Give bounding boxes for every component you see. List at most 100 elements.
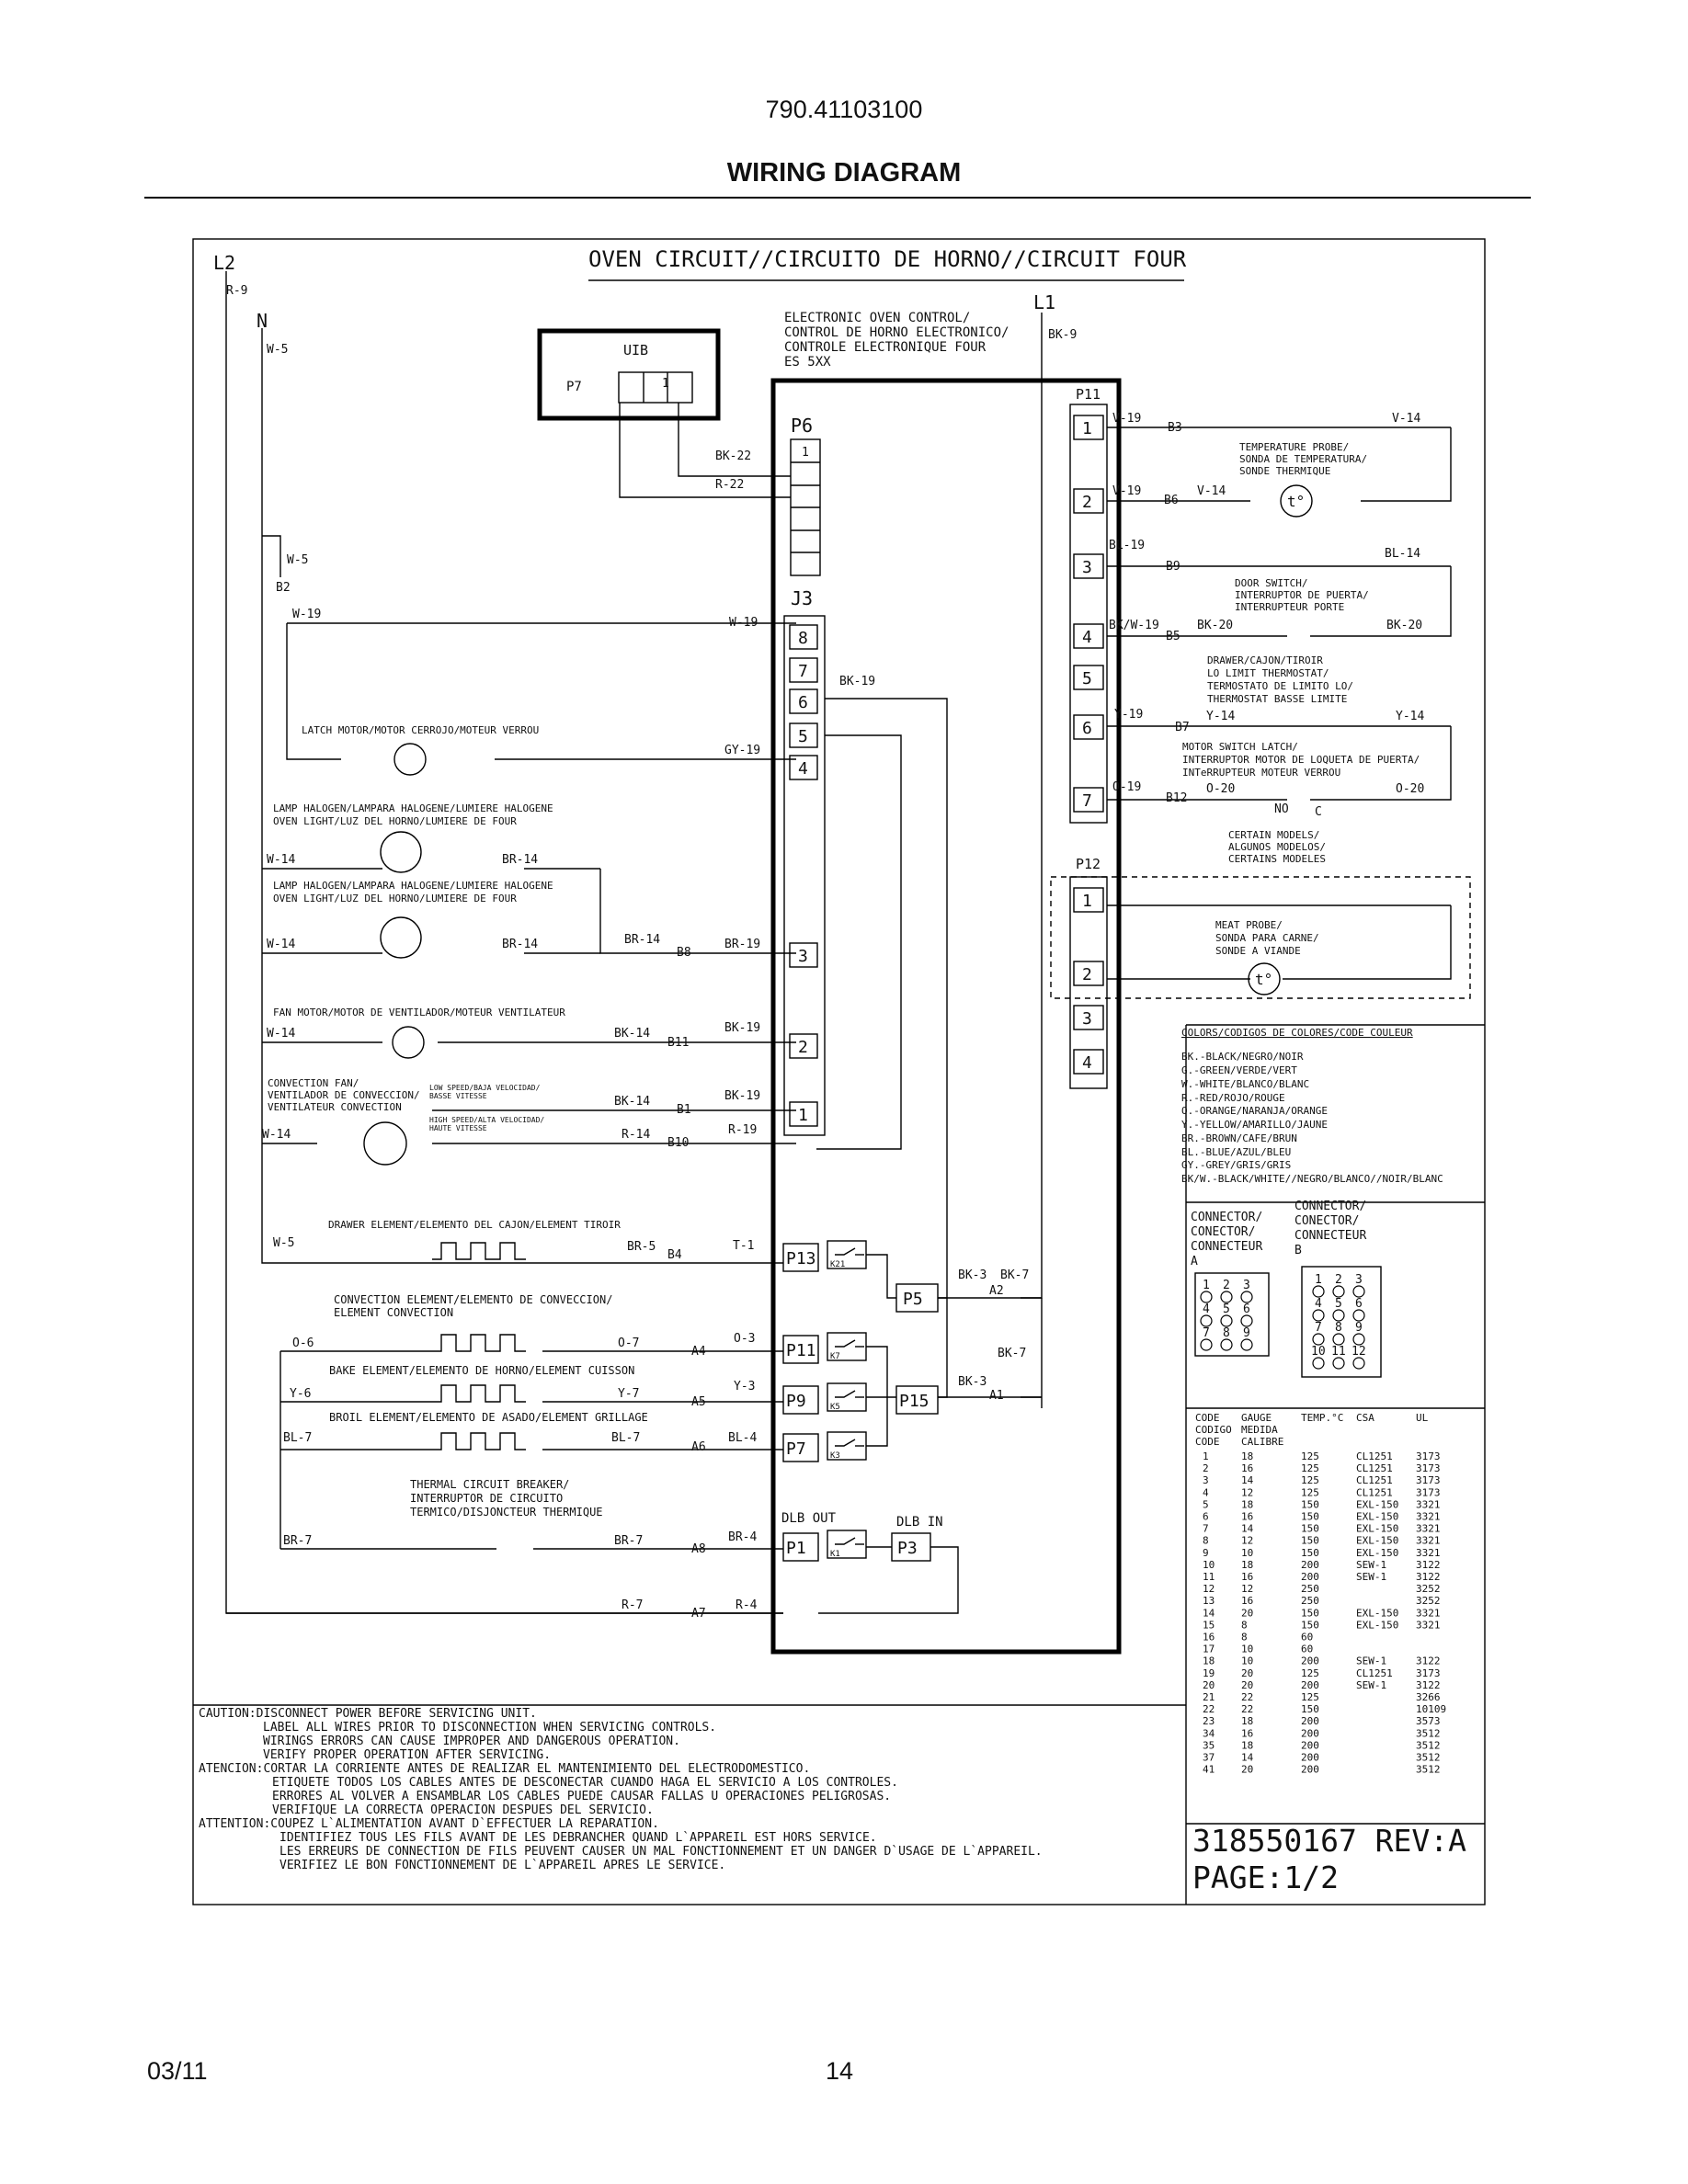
- gauge-table-cell: EXL-150: [1356, 1547, 1398, 1559]
- p11-label: P11: [1076, 386, 1101, 403]
- gauge-table-cell: CL1251: [1356, 1462, 1393, 1474]
- gauge-table-cell: 3321: [1416, 1607, 1441, 1619]
- gauge-table-cell: 3512: [1416, 1727, 1441, 1739]
- gauge-table-cell: 3321: [1416, 1498, 1441, 1510]
- diagram-heading: OVEN CIRCUIT//CIRCUITO DE HORNO//CIRCUIT…: [588, 246, 1187, 272]
- gauge-table-cell: 250: [1301, 1595, 1319, 1607]
- caution-line: IDENTIFIEZ TOUS LES FILS AVANT DE LES DE…: [279, 1831, 877, 1845]
- caution-line: WIRINGS ERRORS CAN CAUSE IMPROPER AND DA…: [263, 1735, 680, 1748]
- caution-line: VERIFY PROPER OPERATION AFTER SERVICING.: [263, 1748, 551, 1762]
- gauge-table-cell: 5: [1203, 1498, 1209, 1510]
- j3-pin: 7: [798, 662, 808, 681]
- gauge-table-cell: 16: [1241, 1595, 1253, 1607]
- gauge-table-cell: 8: [1241, 1619, 1248, 1631]
- caution-line: VERIFIEZ LE BON FONCTIONNEMENT DE L`APPA…: [279, 1859, 725, 1872]
- wire-code: V-19: [1112, 412, 1141, 426]
- connector-pin-hole: [1200, 1314, 1213, 1327]
- wire-code: BR-14: [502, 853, 538, 867]
- wire-code: W-5: [267, 343, 288, 357]
- wire-code: R-7: [622, 1598, 643, 1612]
- gauge-table-cell: 17: [1203, 1644, 1215, 1655]
- gauge-table-cell: 14: [1241, 1523, 1254, 1535]
- caution-line: CAUTION:DISCONNECT POWER BEFORE SERVICIN…: [199, 1707, 537, 1721]
- diagram-lines: [192, 238, 1486, 1905]
- wire-code: R-19: [728, 1123, 757, 1137]
- gauge-table-cell: 19: [1203, 1667, 1215, 1679]
- gauge-table-cell: 3122: [1416, 1655, 1441, 1667]
- relay-label: P9: [786, 1392, 806, 1411]
- gauge-table-cell: 150: [1301, 1703, 1319, 1715]
- colors-legend-entry: BR.-BROWN/CAFE/BRUN: [1181, 1132, 1297, 1144]
- relay-label: P7: [786, 1439, 806, 1459]
- wire-code: A2: [989, 1284, 1004, 1298]
- caution-line: ETIQUETE TODOS LOS CABLES ANTES DE DESCO…: [272, 1776, 898, 1790]
- gauge-table-cell: 60: [1301, 1632, 1313, 1644]
- gauge-table-cell: SEW-1: [1356, 1571, 1386, 1583]
- convection-fan-line: VENTILADOR DE CONVECCION/: [268, 1089, 420, 1101]
- p11-pin: 4: [1082, 628, 1092, 647]
- wire-code: R-14: [622, 1128, 650, 1142]
- wire-code: V-14: [1197, 484, 1226, 498]
- connector-pin-hole: [1332, 1285, 1345, 1298]
- temp-probe-line: TEMPERATURE PROBE/: [1239, 441, 1349, 453]
- control-title-line: CONTROL DE HORNO ELECTRONICO/: [784, 325, 1009, 340]
- high-speed-line: HIGH SPEED/ALTA VELOCIDAD/: [429, 1116, 544, 1124]
- gauge-table-cell: EXL-150: [1356, 1535, 1398, 1547]
- connector-pin-hole: [1220, 1314, 1233, 1327]
- connector-a-number: 6: [1243, 1302, 1250, 1316]
- gauge-table-cell: 10: [1241, 1655, 1253, 1667]
- connector-b-label: CONNECTEUR: [1295, 1229, 1366, 1243]
- connector-pin-hole: [1332, 1309, 1345, 1322]
- wire-code: Y-14: [1206, 710, 1235, 723]
- wire-code: B1: [677, 1103, 691, 1117]
- j3-pin: 3: [798, 947, 808, 966]
- uib-title: UIB: [623, 342, 648, 358]
- control-title-line: ES 5XX: [784, 355, 831, 370]
- connector-pin-hole: [1240, 1338, 1253, 1351]
- wire-code: B12: [1166, 791, 1187, 805]
- colors-legend-entry: W.-WHITE/BLANCO/BLANC: [1181, 1078, 1309, 1090]
- footer-page-number: 14: [826, 2057, 854, 2085]
- connector-a-label: CONNECTEUR: [1191, 1240, 1262, 1254]
- connector-a-label: CONNECTOR/: [1191, 1211, 1262, 1224]
- convection-fan-line: CONVECTION FAN/: [268, 1077, 359, 1089]
- gauge-table-cell: 6: [1203, 1511, 1209, 1523]
- l1-label: L1: [1033, 291, 1055, 313]
- gauge-table-cell: 3173: [1416, 1462, 1441, 1474]
- thermostat-line: TERMOSTATO DE LIMITO LO/: [1207, 680, 1353, 692]
- connector-b-number: 2: [1335, 1273, 1342, 1287]
- gauge-table-cell: 125: [1301, 1474, 1319, 1486]
- wire-code: A1: [989, 1389, 1004, 1403]
- wire-code: BK-20: [1386, 619, 1422, 632]
- gauge-table-cell: 200: [1301, 1679, 1319, 1691]
- wire-code: BK-14: [614, 1027, 650, 1041]
- connector-b-label: CONNECTOR/: [1295, 1200, 1366, 1213]
- lamp-label-line: OVEN LIGHT/LUZ DEL HORNO/LUMIERE DE FOUR: [273, 815, 517, 827]
- gauge-table-cell: 14: [1241, 1474, 1254, 1486]
- p12-pin: 1: [1082, 892, 1092, 911]
- gauge-table-cell: 3122: [1416, 1679, 1441, 1691]
- gauge-table-header: MEDIDA: [1241, 1424, 1278, 1436]
- gauge-table-cell: 16: [1241, 1511, 1253, 1523]
- meat-probe-line: MEAT PROBE/: [1215, 919, 1283, 931]
- gauge-table-cell: 150: [1301, 1619, 1319, 1631]
- wire-code: Y-19: [1114, 708, 1143, 722]
- thermal-breaker-line: TERMICO/DISJONCTEUR THERMIQUE: [410, 1506, 603, 1519]
- wire-code: W-14: [267, 853, 295, 867]
- wire-code: BL-19: [1109, 539, 1145, 552]
- p11-pin: 2: [1082, 493, 1092, 512]
- wire-code: O-20: [1396, 782, 1424, 796]
- connector-b-number: 3: [1355, 1273, 1363, 1287]
- j3-pin: 6: [798, 693, 808, 712]
- wire-code: W-5: [273, 1236, 294, 1250]
- colors-legend-title: COLORS/CODIGOS DE COLORES/CODE COULEUR: [1181, 1027, 1413, 1039]
- p11-pin: 1: [1082, 419, 1092, 438]
- wire-code: W-14: [262, 1128, 291, 1142]
- gauge-table-cell: 200: [1301, 1655, 1319, 1667]
- wire-code: W-19: [292, 608, 321, 621]
- lamp-label-line: LAMP HALOGEN/LAMPARA HALOGENE/LUMIERE HA…: [273, 880, 553, 892]
- terminal-c: C: [1315, 805, 1322, 819]
- wire-code: W-19: [729, 616, 758, 630]
- gauge-table-cell: 9: [1203, 1547, 1209, 1559]
